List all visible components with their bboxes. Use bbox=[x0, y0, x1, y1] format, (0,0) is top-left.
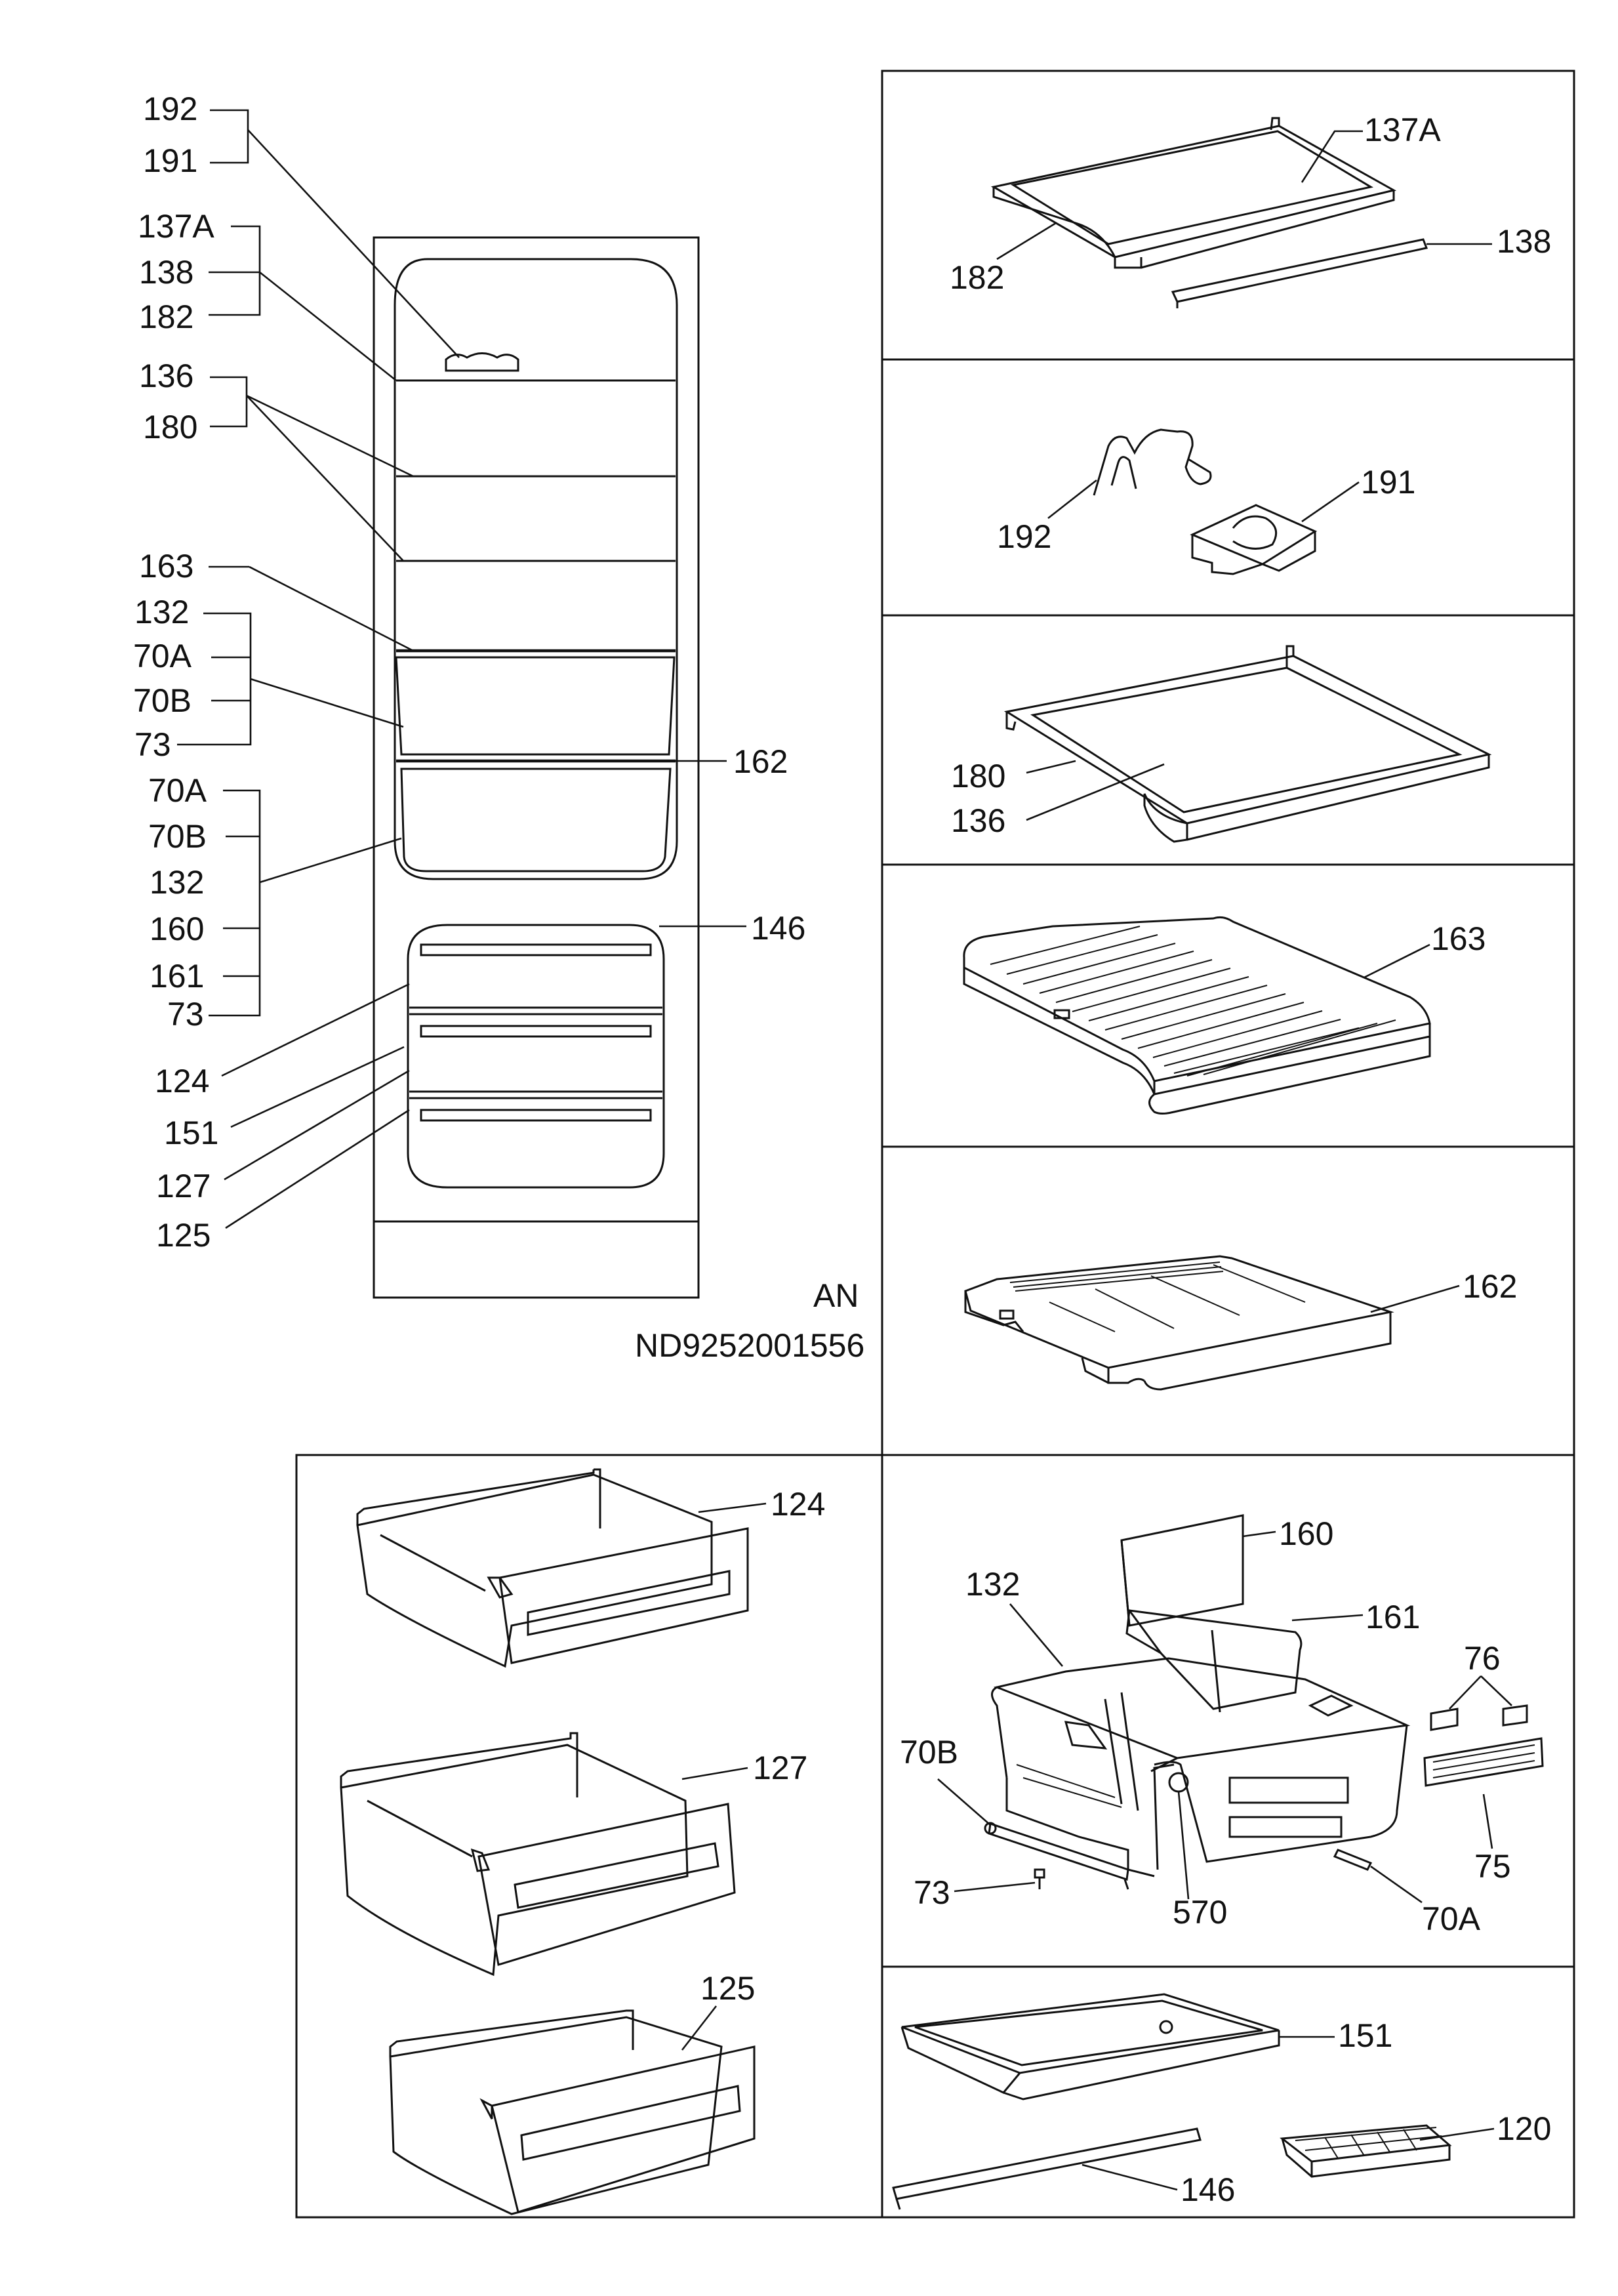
panel-tray-ice: 151 120 146 bbox=[892, 1993, 1551, 2210]
p7-callout-146: 146 bbox=[1181, 2171, 1235, 2208]
p3-callout-180: 180 bbox=[951, 758, 1005, 794]
p6-callout-132: 132 bbox=[965, 1566, 1020, 1603]
p6-callout-73: 73 bbox=[914, 1874, 950, 1911]
callout-70Ba: 70B bbox=[133, 682, 192, 719]
panel-frames bbox=[295, 70, 1575, 2219]
p1-callout-138: 138 bbox=[1497, 223, 1551, 260]
p3-callout-136: 136 bbox=[951, 802, 1005, 839]
p6-callout-76: 76 bbox=[1464, 1640, 1501, 1677]
overview-callouts: 192 191 137A 138 182 136 180 163 132 70A… bbox=[133, 91, 864, 1364]
p4-callout-163: 163 bbox=[1431, 920, 1486, 957]
model-code: ND9252001556 bbox=[635, 1327, 864, 1364]
callout-124: 124 bbox=[155, 1063, 209, 1099]
callout-192: 192 bbox=[143, 91, 197, 127]
callout-132b: 132 bbox=[150, 864, 204, 901]
callout-137A: 137A bbox=[138, 208, 214, 245]
p2-callout-192: 192 bbox=[997, 518, 1051, 555]
drawer-callout-125: 125 bbox=[700, 1970, 755, 2007]
p6-callout-75: 75 bbox=[1474, 1848, 1511, 1885]
p2-callout-191: 191 bbox=[1361, 464, 1415, 501]
callout-70Aa: 70A bbox=[133, 638, 192, 674]
callout-180: 180 bbox=[143, 409, 197, 445]
callout-162: 162 bbox=[733, 743, 788, 780]
p1-callout-137A: 137A bbox=[1364, 112, 1441, 148]
p1-callout-182: 182 bbox=[950, 259, 1004, 296]
callout-151: 151 bbox=[164, 1115, 218, 1151]
p6-callout-70B: 70B bbox=[900, 1734, 958, 1771]
callout-160: 160 bbox=[150, 911, 204, 947]
p6-callout-70A: 70A bbox=[1422, 1900, 1481, 1937]
callout-163: 163 bbox=[139, 548, 193, 584]
callout-70Bb: 70B bbox=[148, 818, 207, 855]
p7-callout-151: 151 bbox=[1338, 2017, 1392, 2054]
model-variant: AN bbox=[813, 1277, 859, 1314]
drawer-callout-127: 127 bbox=[753, 1750, 807, 1786]
callout-182: 182 bbox=[139, 298, 193, 335]
panel-shelf-137A: 137A 182 138 bbox=[950, 112, 1551, 308]
fridge-overview bbox=[373, 236, 700, 1299]
panel-freezer-drawers: 124 127 125 bbox=[340, 1468, 825, 2215]
callout-125: 125 bbox=[156, 1217, 211, 1254]
panel-shelf-163: 163 bbox=[963, 916, 1486, 1115]
callout-191: 191 bbox=[143, 142, 197, 179]
callout-138: 138 bbox=[139, 254, 193, 291]
callout-127: 127 bbox=[156, 1168, 211, 1204]
p6-callout-160: 160 bbox=[1279, 1515, 1333, 1552]
callout-73a: 73 bbox=[134, 726, 171, 763]
p7-callout-120: 120 bbox=[1497, 2110, 1551, 2147]
panel-bottle-holder: 192 191 bbox=[997, 428, 1415, 575]
panel-shelf-136: 180 136 bbox=[951, 645, 1492, 843]
drawer-callout-124: 124 bbox=[771, 1486, 825, 1523]
callout-161: 161 bbox=[150, 958, 204, 994]
callout-132a: 132 bbox=[134, 594, 189, 630]
p6-callout-161: 161 bbox=[1365, 1599, 1420, 1635]
callout-146: 146 bbox=[751, 910, 805, 947]
panel-cover-162: 162 bbox=[964, 1255, 1517, 1391]
p6-callout-570: 570 bbox=[1173, 1894, 1227, 1931]
p5-callout-162: 162 bbox=[1463, 1268, 1517, 1305]
callout-70Ab: 70A bbox=[148, 772, 207, 809]
callout-73b: 73 bbox=[167, 996, 204, 1033]
panel-crisper-assembly: 160 132 161 76 70B 73 570 70A 75 bbox=[900, 1514, 1544, 1937]
callout-136: 136 bbox=[139, 358, 193, 394]
